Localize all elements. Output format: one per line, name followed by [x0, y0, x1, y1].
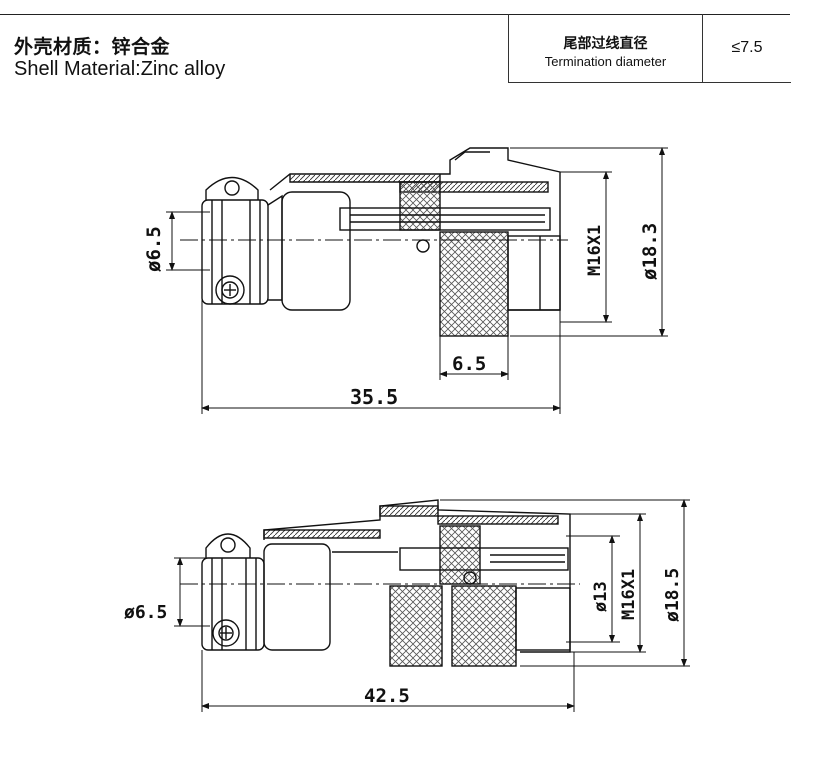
top-nut-length-label: 6.5: [452, 353, 486, 375]
top-total-length-label: 35.5: [350, 385, 398, 409]
top-outer-dia-label: ø18.3: [639, 223, 661, 280]
termination-label-en: Termination diameter: [544, 54, 667, 69]
bottom-total-length-label: 42.5: [364, 685, 410, 707]
termination-value: ≤7.5: [731, 39, 763, 56]
top-tail-body: [281, 191, 351, 311]
termination-label-zh: 尾部过线直径: [563, 36, 648, 52]
bottom-inner-dia-label: ø13: [591, 581, 611, 612]
termination-spec-table: 尾部过线直径 Termination diameter ≤7.5: [508, 14, 791, 83]
bottom-clamp-ring: [205, 533, 251, 558]
bottom-dimensions: [174, 499, 690, 712]
top-connector-drawing: [201, 147, 561, 337]
top-clamp-ring: [205, 176, 259, 200]
bottom-tail-body: [263, 543, 331, 651]
bottom-outer-dia-label: ø18.5: [662, 568, 683, 622]
top-thread-label: M16X1: [585, 225, 605, 276]
top-coupling-nut: [439, 231, 509, 337]
top-dimensions: [166, 147, 668, 414]
material-zh: 外壳材质：锌合金: [14, 36, 171, 58]
top-clamp-body: [201, 199, 269, 305]
top-clamp-screw: [215, 275, 245, 305]
top-cable-dia-label: ø6.5: [143, 226, 165, 272]
bottom-clamp-screw: [212, 619, 240, 647]
material-heading: 外壳材质：锌合金 Shell Material:Zinc alloy: [14, 36, 225, 82]
bottom-clamp-hole: [220, 537, 236, 553]
bottom-connector-drawing: [201, 499, 571, 667]
bottom-thread-label: M16X1: [619, 569, 639, 620]
top-rule: [0, 14, 790, 15]
termination-label-cell: 尾部过线直径 Termination diameter: [509, 14, 703, 82]
bottom-cable-dia-label: ø6.5: [124, 602, 167, 623]
material-en: Shell Material:Zinc alloy: [14, 58, 226, 81]
bottom-coupling-nut: [389, 585, 443, 667]
top-clamp-hole: [224, 180, 240, 196]
